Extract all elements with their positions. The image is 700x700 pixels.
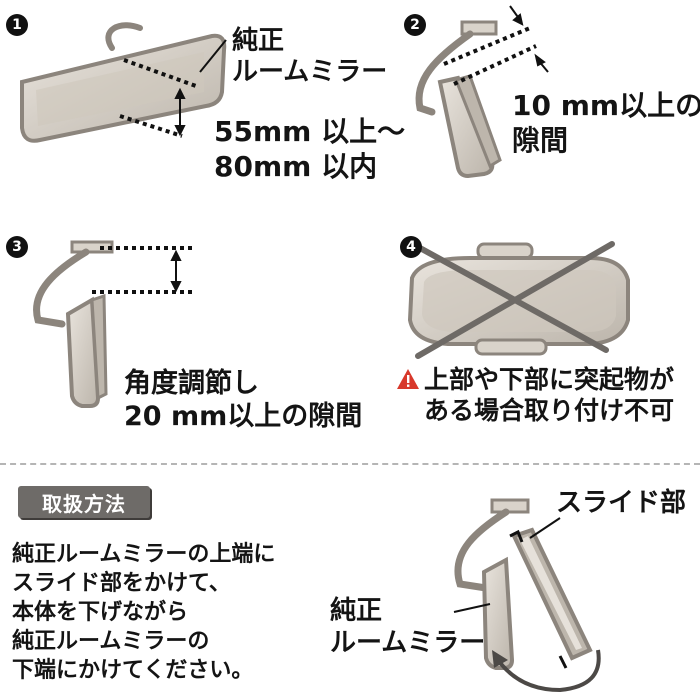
leader-line-slide (529, 517, 561, 539)
leader-line-1 (199, 39, 227, 73)
instructions-badge: 取扱方法 (18, 486, 150, 518)
instruction-line: 下端にかけてください。 (12, 658, 254, 683)
mirror-illustration-3 (33, 240, 114, 408)
instructions-list: 純正ルームミラーの上端に スライド部をかけて、 本体を下げながら 純正ルームミラ… (12, 540, 275, 685)
instruction-line: スライド部をかけて、 (12, 571, 231, 596)
step-1-note: 55mm 以上～ 80mm 以内 (214, 115, 406, 183)
prohibit-x (415, 241, 615, 359)
instruction-line: 純正ルームミラーの (12, 629, 210, 654)
step-number-4: 4 (400, 236, 422, 258)
mirror-illustration-1 (20, 22, 227, 143)
instruction-line: 本体を下げながら (12, 600, 189, 625)
step-number-2: 2 (404, 14, 426, 36)
measure-lines-3 (92, 246, 196, 294)
step-3-note: 角度調節し 20 mm以上の隙間 (124, 368, 363, 432)
gap-arrows-2 (509, 5, 549, 73)
step-number-3: 3 (6, 236, 28, 258)
mirror-illustration-2 (415, 20, 502, 179)
instruction-line: 純正ルームミラーの上端に (12, 542, 276, 567)
rotate-arrow (492, 649, 601, 693)
step-2-note: 10 mm以上の 隙間 (512, 89, 700, 157)
mirror-label-1: 純正 ルームミラー (232, 26, 388, 88)
measure-lines-2 (443, 26, 537, 86)
height-arrow-3 (170, 249, 182, 293)
installed-illustration (454, 498, 593, 670)
warning-icon (397, 369, 419, 389)
section-divider (0, 463, 700, 465)
leader-line-mirror (453, 603, 491, 613)
measure-lines-1 (119, 58, 197, 138)
mirror-label-bottom: 純正 ルームミラー (330, 596, 486, 658)
slide-part-label: スライド部 (556, 488, 687, 518)
height-arrow-1 (174, 87, 186, 137)
step-4-note: 上部や下部に突起物が ある場合取り付け不可 (424, 365, 675, 426)
step-number-1: 1 (6, 14, 28, 36)
